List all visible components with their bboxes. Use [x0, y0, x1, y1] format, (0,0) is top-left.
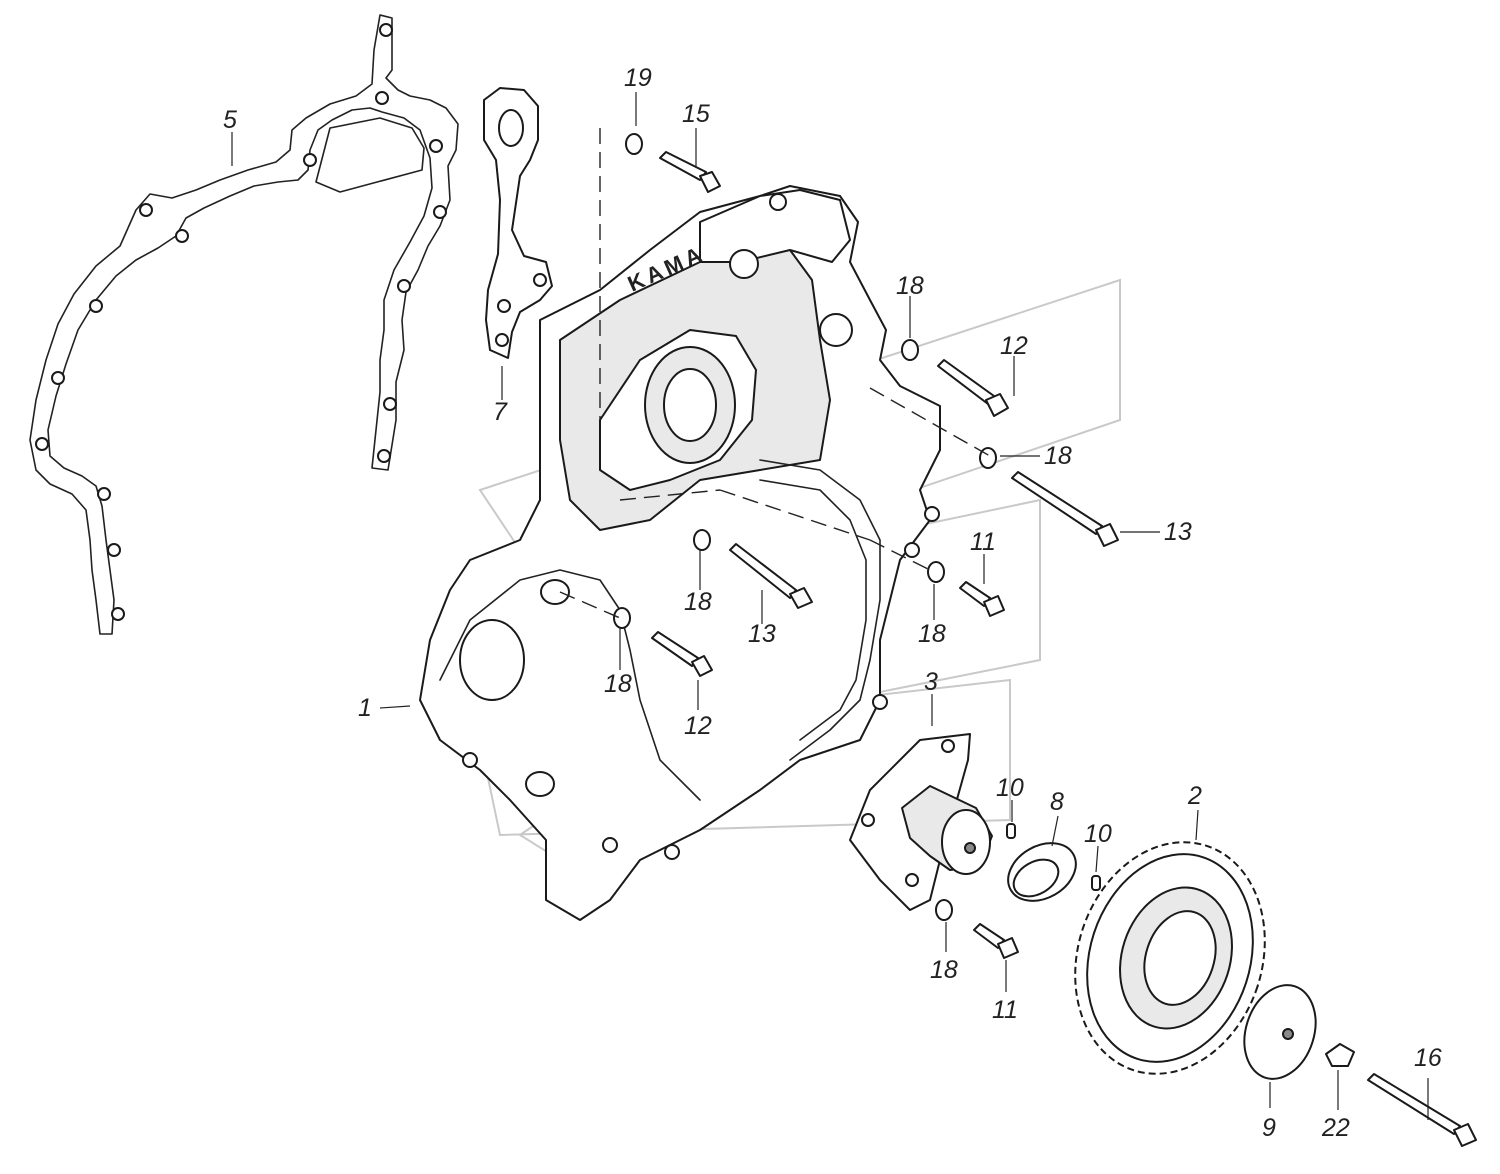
callout-12: 12	[684, 712, 712, 740]
callout-10: 10	[996, 774, 1024, 802]
callout-18: 18	[918, 620, 946, 648]
leader-lines	[231, 92, 1429, 1120]
callout-18: 18	[1044, 442, 1072, 470]
callout-18: 18	[604, 670, 632, 698]
callout-9: 9	[1262, 1114, 1276, 1142]
callout-15: 15	[682, 100, 710, 128]
callout-18: 18	[684, 588, 712, 616]
lifting-bracket-part	[483, 87, 553, 359]
lock-washer-part	[1325, 1043, 1355, 1067]
timing-case-part: KAMA	[419, 185, 941, 921]
idler-shaft-part	[849, 733, 993, 911]
callout-13: 13	[1164, 518, 1192, 546]
callout-8: 8	[1050, 788, 1064, 816]
callout-2: 2	[1187, 782, 1202, 810]
bushing-part	[1007, 842, 1077, 902]
callout-18: 18	[896, 272, 924, 300]
callout-1: 1	[358, 694, 372, 722]
idler-gear-part	[1074, 841, 1266, 1075]
callout-12: 12	[1000, 332, 1028, 360]
callout-16: 16	[1414, 1044, 1442, 1072]
gasket-part	[29, 14, 459, 635]
callout-11: 11	[970, 528, 996, 556]
callout-22: 22	[1321, 1114, 1350, 1142]
assembly-lines	[559, 128, 991, 619]
thrust-washer-part	[1243, 984, 1317, 1080]
callout-7: 7	[493, 398, 508, 426]
callout-19: 19	[624, 64, 652, 92]
washer-parts	[613, 133, 997, 921]
callout-13: 13	[748, 620, 776, 648]
callout-18: 18	[930, 956, 958, 984]
callout-11: 11	[992, 996, 1018, 1024]
callout-3: 3	[924, 668, 938, 696]
bolt-parts	[651, 151, 1477, 1147]
pin-parts	[1006, 823, 1101, 891]
callout-labels: 5 7 19 15 18 12 18 13 18 13 11 18 18 12 …	[223, 64, 1442, 1142]
callout-10: 10	[1084, 820, 1112, 848]
callout-5: 5	[223, 106, 237, 134]
